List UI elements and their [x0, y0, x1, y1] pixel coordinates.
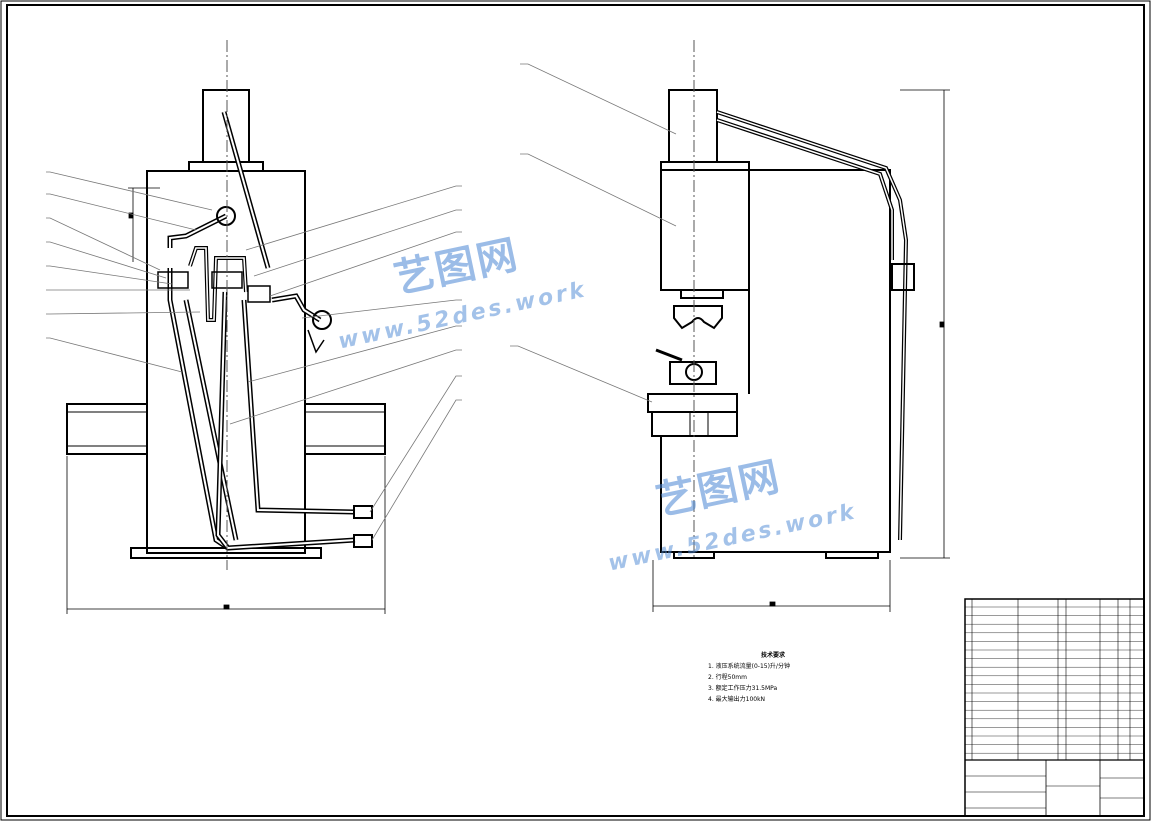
front-dimensions	[66, 187, 386, 614]
note-item: 1. 液压系统流量(0-15)升/分钟	[708, 663, 790, 670]
notes-title: 技术要求	[760, 652, 785, 659]
front-leaders	[46, 171, 462, 541]
note-item: 3. 额定工作压力31.5MPa	[708, 685, 778, 692]
note-item: 2. 行程50mm	[708, 674, 747, 681]
title-block-rows	[965, 606, 1144, 754]
side-leaders	[510, 63, 677, 403]
side-view	[647, 89, 915, 559]
side-dimensions	[652, 89, 950, 612]
note-item: 4. 最大输出力100kN	[708, 696, 766, 703]
technical-notes: 技术要求 1. 液压系统流量(0-15)升/分钟 2. 行程50mm 3. 额定…	[708, 650, 848, 705]
title-block	[964, 598, 1145, 817]
inner-frame	[6, 4, 1145, 817]
front-view	[66, 89, 386, 559]
